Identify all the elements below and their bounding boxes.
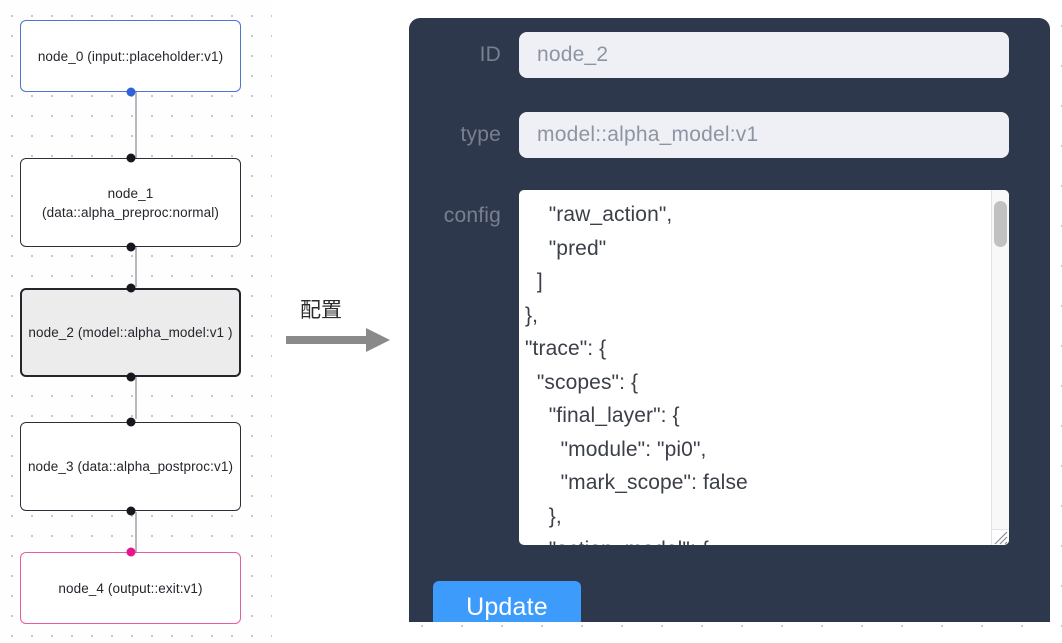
node-handle-source-node_3[interactable] (126, 506, 136, 516)
graph-node-node_0[interactable]: node_0 (input::placeholder:v1) (20, 20, 241, 92)
config-scrollbar-thumb[interactable] (994, 201, 1007, 247)
node-handle-source-node_0[interactable] (126, 87, 136, 97)
node-handle-target-node_4[interactable] (126, 547, 136, 557)
field-row-config: config "raw_action", "pred" ] }, "trace"… (409, 190, 1050, 545)
node-handle-source-node_2[interactable] (126, 372, 136, 382)
type-field-label: type (460, 123, 501, 146)
graph-node-label: node_4 (output::exit:v1) (58, 580, 203, 596)
id-field-label: ID (479, 43, 501, 66)
config-textarea-wrapper[interactable]: "raw_action", "pred" ] }, "trace": { "sc… (519, 190, 1009, 545)
node-handle-source-node_1[interactable] (126, 242, 136, 252)
annotation-label: 配置 (300, 298, 342, 322)
node-config-panel: ID type config "raw_action", "pred" ] },… (409, 18, 1050, 622)
annotation-arrow-group: 配置 (286, 296, 394, 358)
node-handle-target-node_3[interactable] (126, 417, 136, 427)
id-input[interactable] (519, 32, 1009, 78)
update-button[interactable]: Update (433, 581, 581, 622)
node-handle-target-node_1[interactable] (126, 153, 136, 163)
node-handle-target-node_2[interactable] (126, 283, 136, 293)
edge-node0-node1 (135, 92, 137, 158)
edge-node2-node3 (135, 377, 137, 419)
graph-node-node_4[interactable]: node_4 (output::exit:v1) (20, 552, 241, 624)
edge-node3-node4 (135, 512, 137, 552)
graph-node-label: node_1 (data::alpha_preproc:normal) (42, 185, 219, 220)
config-resize-handle-icon[interactable] (991, 529, 1009, 545)
field-row-type: type (409, 112, 1050, 158)
config-scrollbar[interactable] (991, 190, 1009, 530)
field-row-id: ID (409, 32, 1050, 78)
type-input[interactable] (519, 112, 1009, 158)
graph-node-label: node_2 (model::alpha_model:v1 ) (28, 325, 233, 340)
edge-node1-node2 (135, 247, 137, 287)
right-arrow-icon (286, 328, 390, 352)
canvas-gap-mask (272, 0, 400, 643)
graph-node-node_1[interactable]: node_1 (data::alpha_preproc:normal) (20, 158, 241, 247)
config-textarea[interactable]: "raw_action", "pred" ] }, "trace": { "sc… (525, 203, 748, 545)
graph-node-label: node_3 (data::alpha_postproc:v1) (27, 459, 234, 474)
graph-canvas[interactable]: node_0 (input::placeholder:v1) node_1 (d… (0, 0, 272, 643)
graph-node-node_2[interactable]: node_2 (model::alpha_model:v1 ) (20, 288, 241, 377)
graph-node-node_3[interactable]: node_3 (data::alpha_postproc:v1) (20, 422, 241, 511)
graph-node-label: node_0 (input::placeholder:v1) (37, 48, 224, 64)
config-field-label: config (443, 204, 501, 227)
